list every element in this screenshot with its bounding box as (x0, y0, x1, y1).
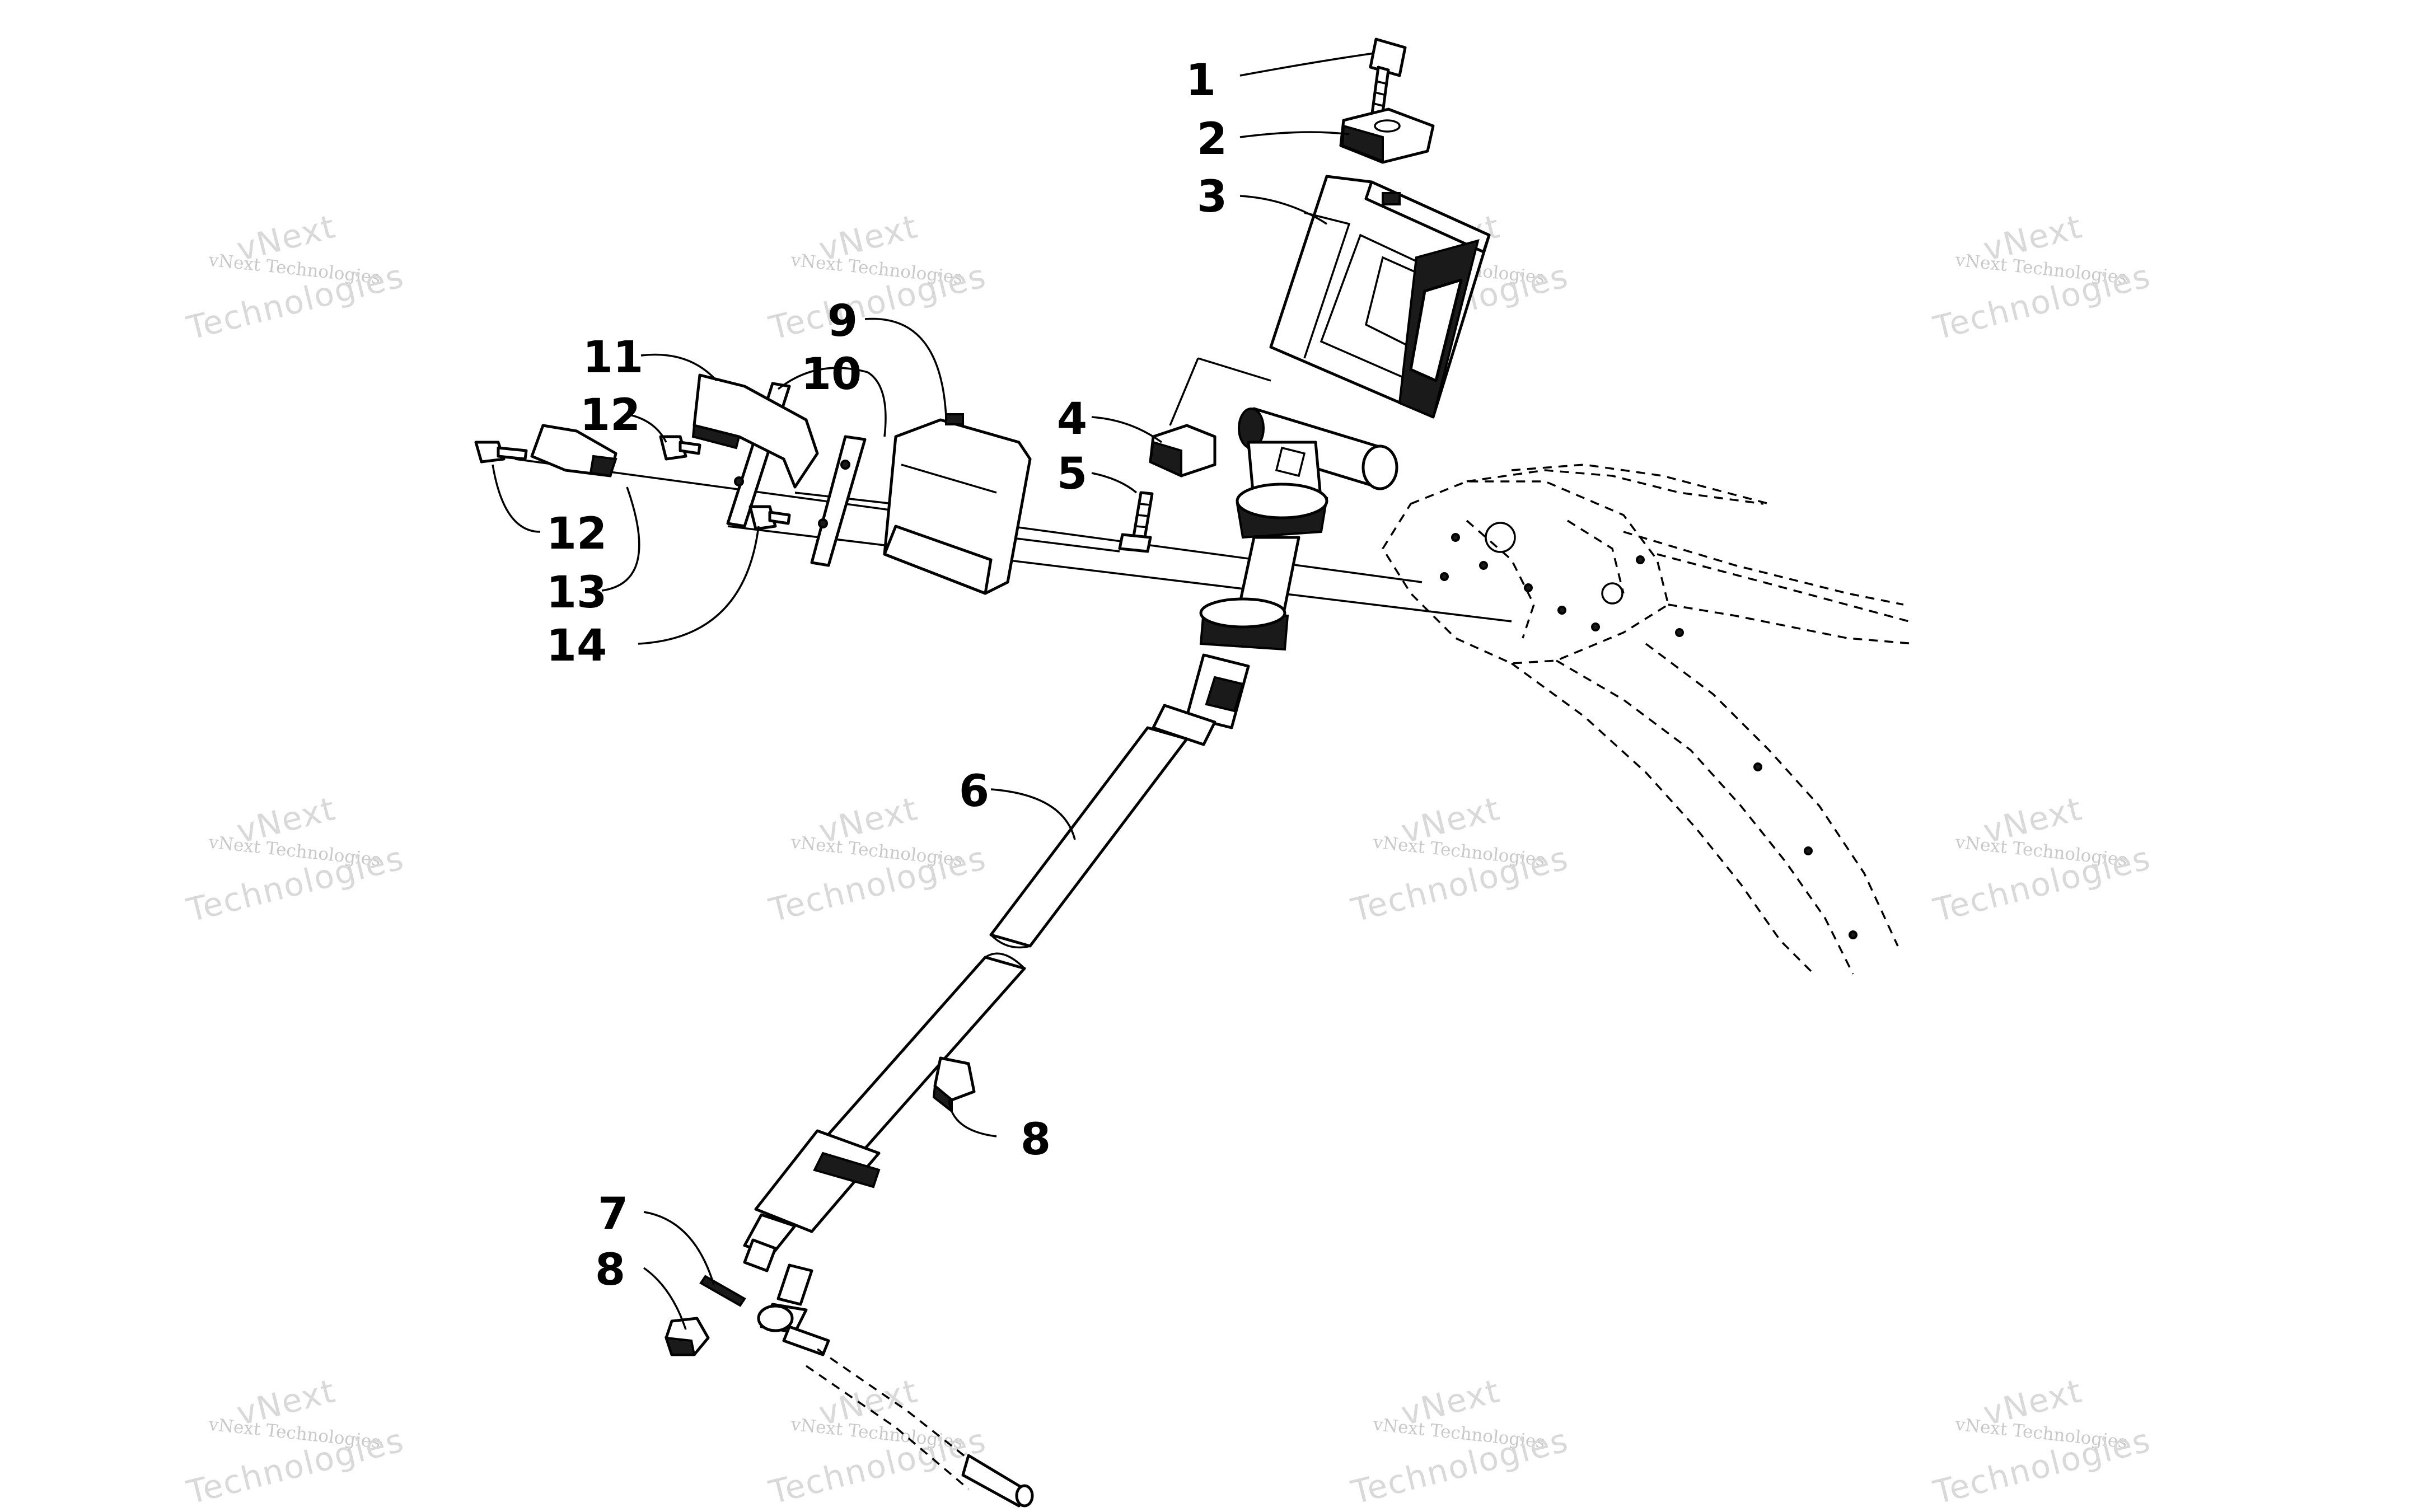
watermark: vNext vNext Technologies Technologies (1929, 1371, 2154, 1511)
part-7-washer (699, 1275, 746, 1307)
steering-post-upper (1152, 407, 1398, 746)
part-8-nut-upper (932, 1056, 976, 1114)
watermark: vNext vNext Technologies Technologies (765, 1371, 990, 1511)
watermark: vNext vNext Technologies Technologies (1929, 207, 2154, 347)
callout-9: 9 (827, 296, 858, 347)
callout-10: 10 (801, 349, 862, 400)
watermark: vNext vNext Technologies Technologies (1347, 789, 1572, 929)
callout-3: 3 (1197, 172, 1227, 222)
part-8-nut-lower (665, 1317, 710, 1356)
watermark: vNext vNext Technologies Technologies (183, 1371, 408, 1511)
watermark: vNext vNext Technologies Technologies (765, 789, 990, 929)
part-12-bolt-left (474, 441, 528, 464)
callout-8-lower: 8 (595, 1245, 625, 1295)
part-3-cover (1269, 175, 1491, 419)
part-4-clamp (1149, 424, 1216, 478)
callout-8-upper: 8 (1021, 1115, 1051, 1165)
callout-1: 1 (1186, 55, 1216, 106)
callout-labels: 1 2 3 4 5 6 7 8 8 9 10 11 12 12 13 14 (546, 55, 1227, 1295)
watermark: vNext vNext Technologies Technologies (183, 789, 408, 929)
callout-7: 7 (598, 1189, 628, 1239)
callout-4: 4 (1057, 394, 1087, 444)
frame-outline (1381, 464, 1915, 975)
watermark: vNext vNext Technologies Technologies (183, 207, 408, 347)
part-6-shaft (743, 726, 1189, 1272)
watermark: vNext vNext Technologies Technologies (765, 207, 990, 347)
leader-lines (492, 52, 1375, 1330)
tie-rod (757, 1263, 1034, 1508)
part-5-bolt (1118, 491, 1154, 553)
part-13-clamp (530, 424, 617, 478)
callout-12-right: 12 (580, 390, 641, 441)
part-11-bracket (691, 373, 819, 489)
callout-14: 14 (546, 621, 607, 671)
part-9-housing (883, 413, 1032, 595)
watermark-layer: vNext vNext Technologies Technologies vN… (183, 207, 2154, 1511)
part-2-clamp-cap (1339, 107, 1435, 164)
watermark: vNext vNext Technologies Technologies (1347, 1371, 1572, 1511)
watermark: vNext vNext Technologies Technologies (1929, 789, 2154, 929)
callout-6: 6 (959, 766, 989, 817)
callout-13: 13 (546, 568, 607, 618)
callout-12-left: 12 (546, 509, 607, 559)
part-14-bolt (748, 505, 791, 531)
part-12-bolt-right (659, 435, 701, 461)
callout-2: 2 (1197, 114, 1227, 165)
callout-5: 5 (1057, 449, 1087, 499)
callout-11: 11 (583, 333, 644, 383)
